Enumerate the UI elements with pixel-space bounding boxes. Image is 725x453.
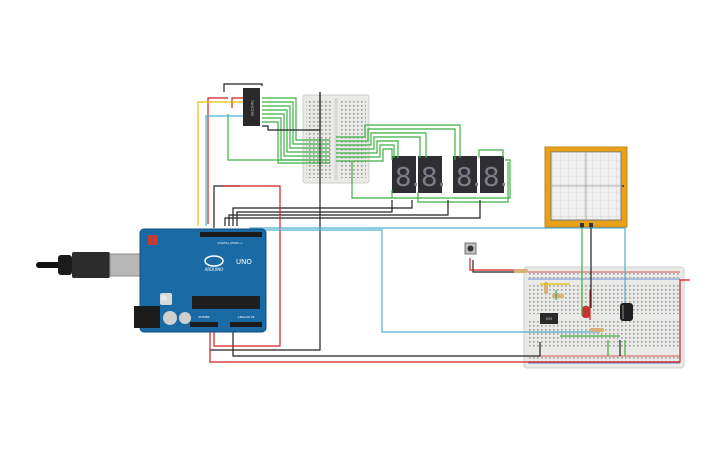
usb-cable[interactable] [36,252,141,278]
oscilloscope[interactable] [544,146,628,228]
analog-header-label: ANALOG IN [238,315,255,319]
reset-button[interactable] [148,235,158,245]
seven-segment-glyph-3: 8. [456,163,481,193]
small-breadboard[interactable] [302,94,370,184]
shift-register-label: 74HC595 [250,100,254,116]
seven-segment-glyph-2: 8. [421,163,446,193]
power-header [190,322,218,327]
timer-ic-label: 555 [546,317,553,321]
shift-register-ic[interactable]: 74HC595 [243,88,260,126]
arduino-model-text: UNO [236,258,252,266]
power-header-label: POWER [198,315,209,319]
seven-segment-display-2: 8. [418,156,446,193]
analog-header [230,322,262,327]
capacitor[interactable] [620,303,633,321]
digital-header [200,232,262,237]
led[interactable] [582,306,590,318]
atmega-chip [192,296,260,309]
seven-segment-display-1: 8. [392,156,420,193]
seven-segment-display-3: 8. [453,156,481,193]
push-button[interactable] [464,242,477,255]
arduino-uno-board[interactable]: ARDUINO UNO DIGITAL (PWM~) POWER ANALOG … [134,228,267,333]
green-wire-bundle [227,97,511,203]
seven-segment-display-4: 8. [480,156,508,193]
seven-segment-glyph-1: 8. [395,163,420,193]
arduino-logo-icon [204,255,224,267]
digital-header-label: DIGITAL (PWM~) [218,241,243,245]
seven-segment-glyph-4: 8. [483,163,508,193]
timer-ic-555[interactable]: 555 [540,313,558,324]
red-wires [207,97,690,363]
black-wires [210,83,621,357]
resistors[interactable] [514,269,604,332]
oscilloscope-probe-wires [540,228,626,356]
yellow-wire [197,101,243,226]
arduino-brand-text: ARDUINO [205,267,224,272]
